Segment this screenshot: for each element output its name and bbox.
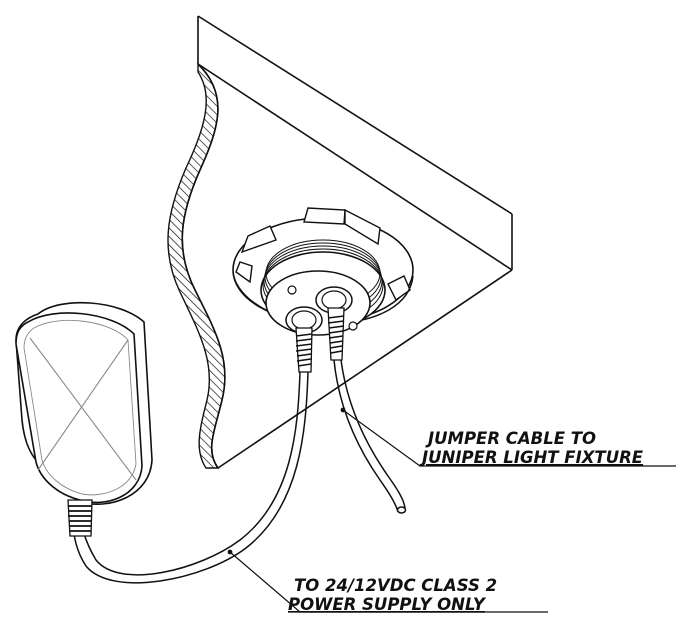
jumper-callout-line1: JUMPER CABLE TO [425,429,596,448]
jumper-cable [333,359,407,514]
jumper-callout-line2: JUNIPER LIGHT FIXTURE [419,448,644,467]
leader-jumper [340,407,676,467]
wall-panel [197,15,513,469]
mounting-fitting [232,207,414,336]
power-supply-adapter [15,301,153,537]
strain-relief-right [327,307,345,361]
power-cable [72,371,309,584]
leader-power [227,549,548,613]
strain-relief-left [295,327,313,373]
power-callout-line1: TO 24/12VDC CLASS 2 [294,576,497,595]
section-cut-hatch [167,62,226,469]
power-callout-line2: POWER SUPPLY ONLY [288,595,487,614]
